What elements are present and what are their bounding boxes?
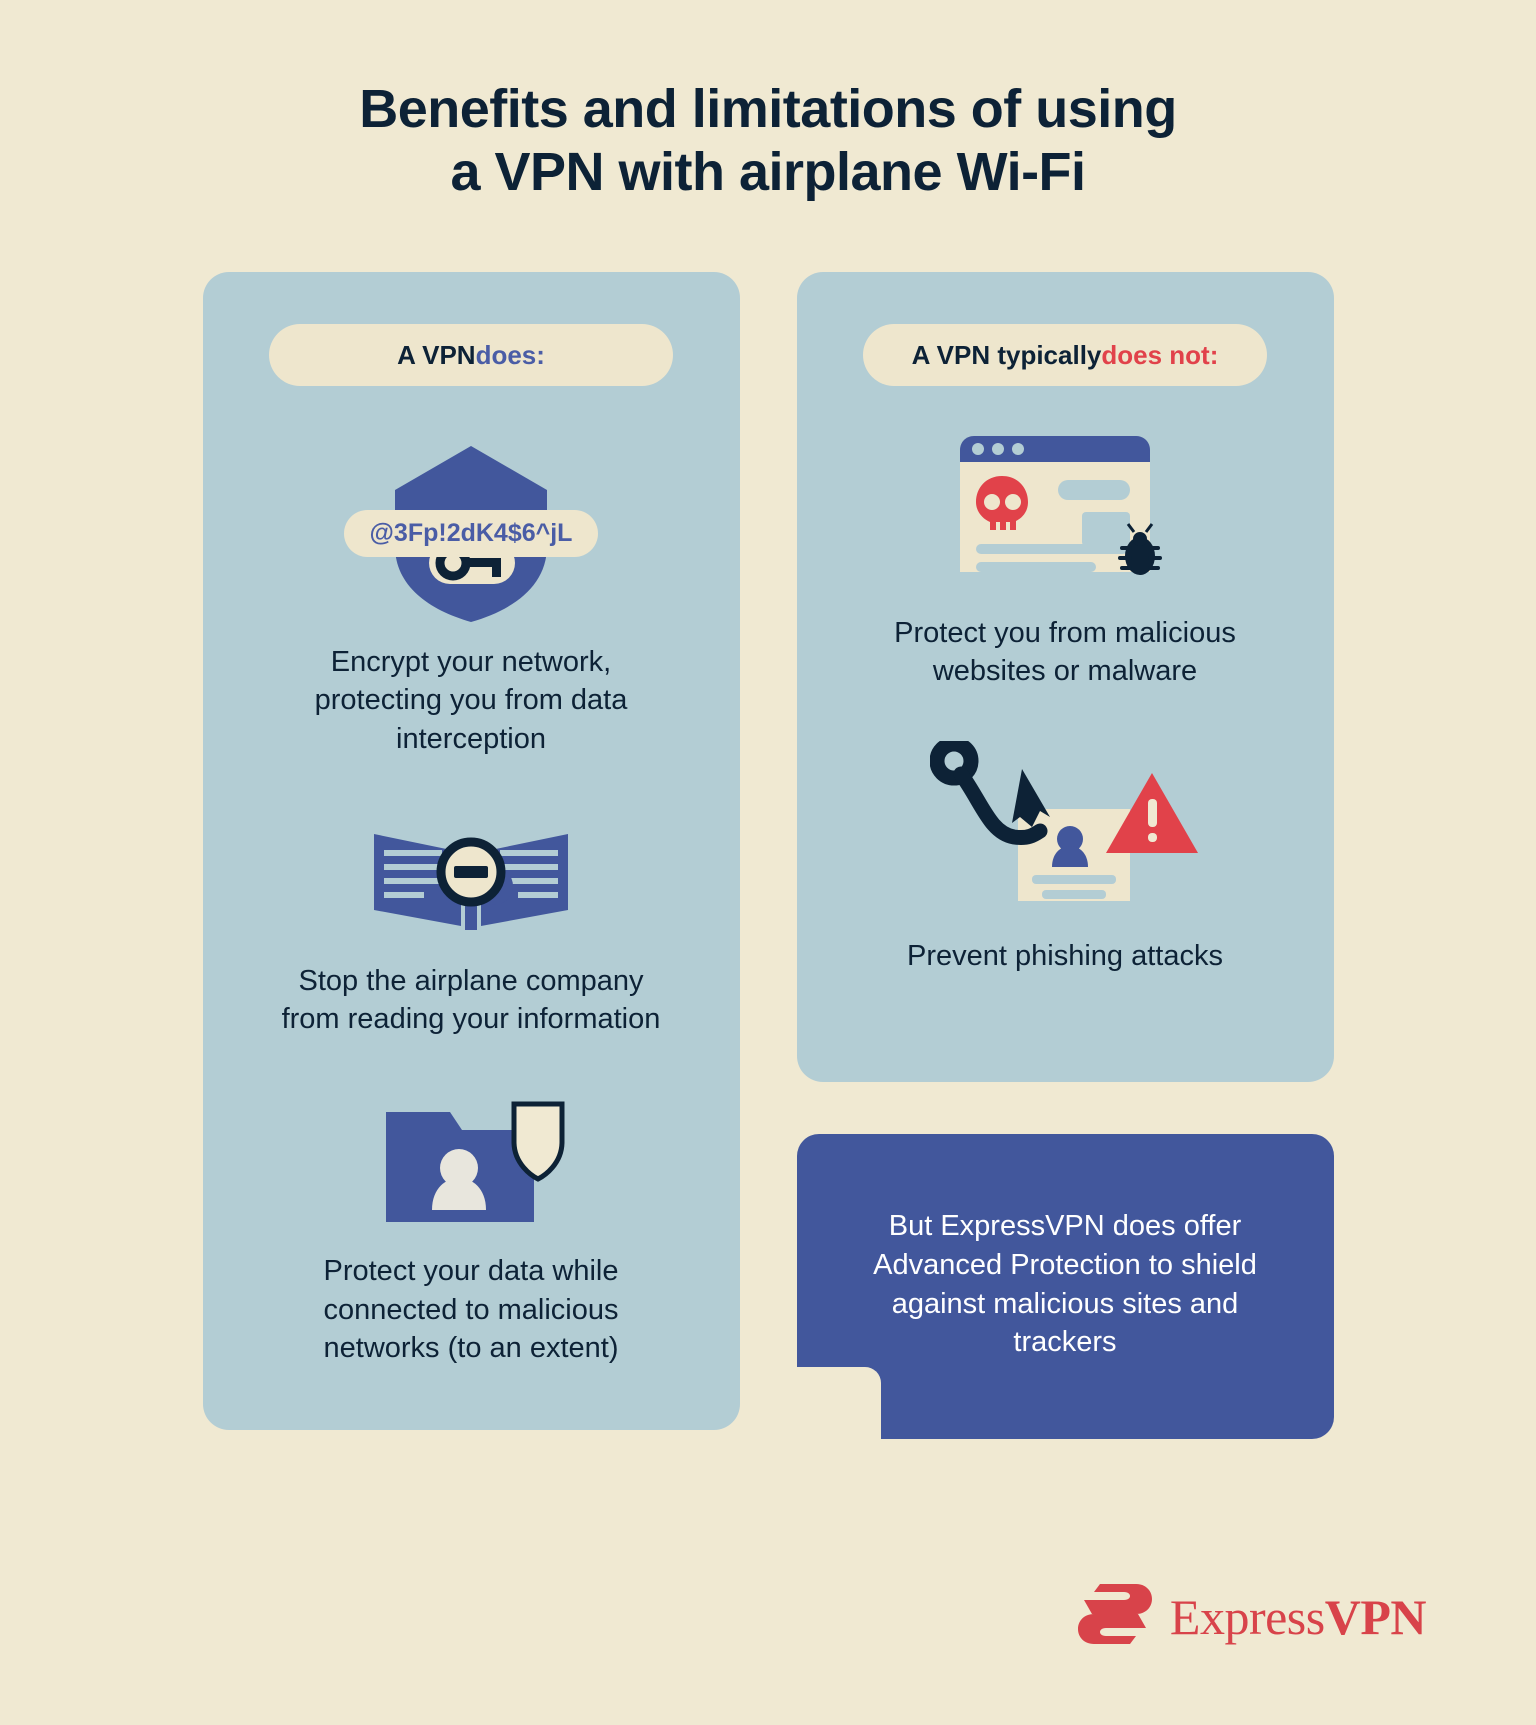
logo-text-bold: VPN (1324, 1588, 1427, 1645)
list-item-caption: Protect your data while connected to mal… (323, 1255, 619, 1364)
list-item-caption: Encrypt your network, protecting you fro… (314, 646, 628, 755)
expressvpn-logo-icon (1077, 1580, 1152, 1653)
open-book-no-reading-icon (366, 814, 576, 934)
list-item-caption: Protect you from malicious websites or m… (894, 617, 1236, 688)
advanced-protection-callout: But ExpressVPN does offer Advanced Prote… (796, 1134, 1334, 1439)
list-item: Stop the airplane company from reading y… (271, 814, 671, 1039)
folder-user-shield-icon (366, 1090, 576, 1230)
list-item-caption: Stop the airplane company from reading y… (281, 964, 661, 1036)
pill-left-accent: does: (475, 339, 545, 370)
browser-skull-bug-icon (950, 432, 1180, 592)
pill-left-prefix: A VPN (397, 339, 476, 370)
vpn-does-not-header-pill: A VPN typically does not: (863, 324, 1267, 386)
expressvpn-logo: ExpressVPN (1077, 1580, 1427, 1653)
list-item: @3Fp!2dK4$6^jL Encrypt your network, pro… (271, 438, 671, 758)
pill-right-accent: does not: (1101, 339, 1219, 370)
list-item: Prevent phishing attacks (907, 740, 1223, 975)
list-item: Protect your data while connected to mal… (271, 1090, 671, 1367)
page-title-line-2: a VPN with airplane Wi-Fi (450, 141, 1086, 202)
right-column: A VPN typically does not: (796, 272, 1334, 1439)
password-badge: @3Fp!2dK4$6^jL (343, 510, 599, 557)
callout-notch (796, 1367, 881, 1439)
pill-right-prefix: A VPN typically (911, 339, 1102, 370)
phishing-hook-warning-icon (930, 740, 1200, 911)
columns-container: A VPN does: @3Fp!2dK4$6^jL (0, 272, 1536, 1439)
expressvpn-logo-text: ExpressVPN (1169, 1588, 1427, 1646)
list-item: Protect you from malicious websites or m… (865, 432, 1265, 691)
left-column: A VPN does: @3Fp!2dK4$6^jL (202, 272, 740, 1439)
advanced-protection-callout-wrap: But ExpressVPN does offer Advanced Prote… (796, 1134, 1334, 1439)
vpn-does-not-panel: A VPN typically does not: (796, 272, 1334, 1082)
vpn-does-header-pill: A VPN does: (269, 324, 673, 386)
page-title-line-1: Benefits and limitations of using (359, 79, 1177, 139)
page-title: Benefits and limitations of using a VPN … (0, 0, 1536, 203)
vpn-does-panel: A VPN does: @3Fp!2dK4$6^jL (202, 272, 740, 1430)
logo-text-light: Express (1169, 1588, 1325, 1645)
list-item-caption: Prevent phishing attacks (907, 939, 1223, 972)
